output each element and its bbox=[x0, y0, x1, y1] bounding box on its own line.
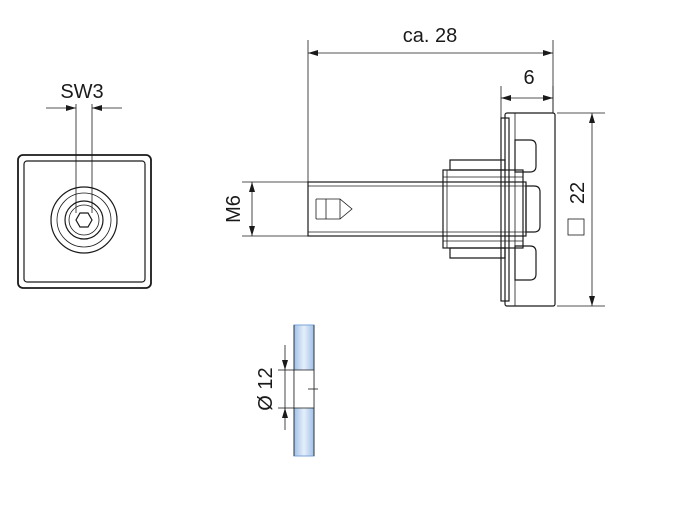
socket-profile bbox=[316, 198, 353, 220]
overall-length-label: ca. 28 bbox=[403, 25, 457, 47]
flange-plate bbox=[504, 112, 556, 307]
lower-grip-pad bbox=[514, 245, 537, 281]
flange-width-label: 6 bbox=[523, 67, 534, 89]
front-view-outer-ring bbox=[50, 186, 118, 254]
square-symbol-icon bbox=[567, 218, 585, 236]
side-view: ca. 28 6 M6 22 bbox=[223, 25, 605, 307]
glass-hole-detail: Ø 12 bbox=[255, 324, 318, 457]
centre-grip-pad bbox=[525, 185, 541, 233]
front-view-nut-ring bbox=[64, 200, 104, 240]
square-size-label: 22 bbox=[567, 182, 589, 204]
front-view: SW3 bbox=[17, 81, 152, 289]
threaded-bolt bbox=[307, 181, 527, 237]
hex-socket-icon bbox=[75, 212, 93, 228]
front-view-inner-ring bbox=[68, 204, 100, 236]
hole-diameter-label: Ø 12 bbox=[255, 367, 277, 410]
drill-hole bbox=[294, 370, 314, 408]
front-view-outer-square bbox=[17, 154, 152, 289]
lower-clamp-lug bbox=[449, 247, 506, 259]
front-view-mid-ring bbox=[56, 192, 112, 248]
upper-grip-pad bbox=[514, 139, 537, 173]
front-view-inner-square bbox=[23, 160, 146, 283]
thread-label: M6 bbox=[223, 195, 245, 223]
sw-label: SW3 bbox=[60, 81, 103, 103]
upper-clamp-lug bbox=[449, 159, 506, 171]
